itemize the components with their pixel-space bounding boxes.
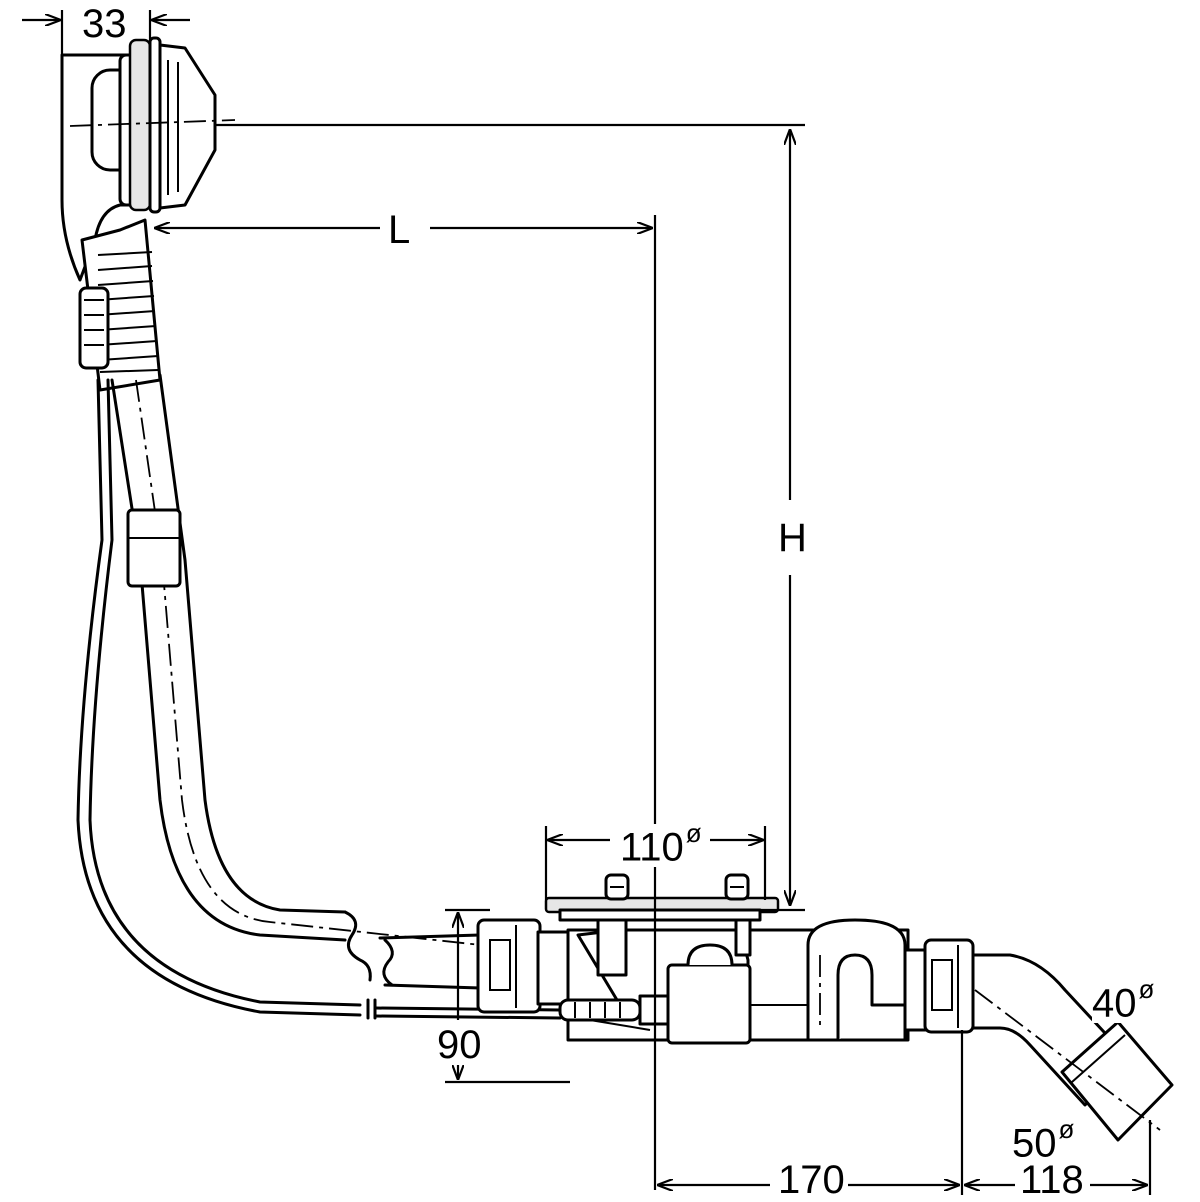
dimension-label-118: 118 [1020, 1158, 1084, 1202]
flex-coupling [78, 218, 162, 392]
overflow-pipe [76, 373, 601, 1017]
dimension-lines [22, 10, 1152, 1195]
outlet-elbow [903, 938, 1174, 1142]
dimension-label-L: L [388, 208, 411, 252]
dimension-label-110-diameter: 110ø [620, 818, 702, 870]
pipe-break-marks [343, 910, 394, 1020]
diameter-symbol: ø [1138, 974, 1155, 1004]
dimension-label-170: 170 [778, 1158, 845, 1202]
diameter-symbol: ø [685, 818, 702, 848]
plug-screws [604, 873, 750, 901]
siphon-loop [806, 918, 907, 1042]
dimension-label-40-diameter: 40ø [1092, 974, 1155, 1026]
dimension-label-33: 33 [82, 2, 127, 46]
dimension-label-H: H [778, 516, 807, 560]
diameter-symbol: ø [1058, 1114, 1075, 1144]
dimension-label-50-diameter: 50ø [1012, 1114, 1075, 1166]
overflow-head [60, 36, 236, 282]
dimension-label-90: 90 [437, 1023, 482, 1067]
